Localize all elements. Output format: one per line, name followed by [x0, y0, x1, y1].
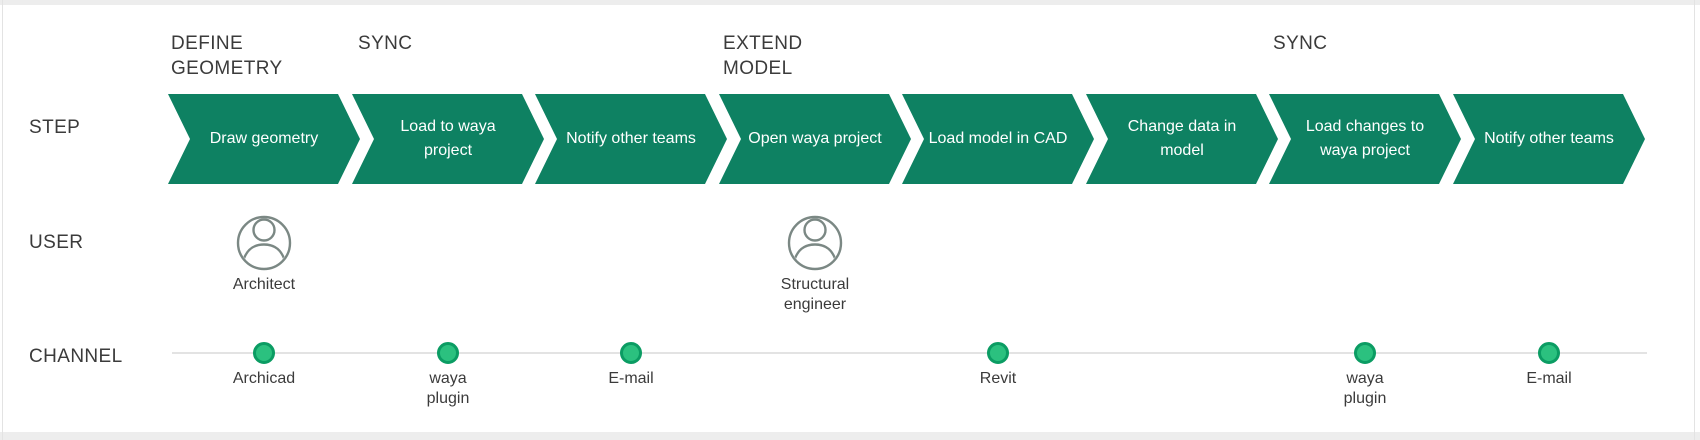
channel-stop-email-1: E-mail	[571, 342, 691, 389]
step-chevron-6: Change data in model	[1086, 94, 1278, 184]
phase-label-sync-1: SYNC	[358, 33, 413, 54]
channel-stop-waya-plugin-2: waya plugin	[1305, 342, 1425, 409]
step-label: Notify other teams	[1484, 130, 1614, 147]
step-chevron-5: Load model in CAD	[902, 94, 1094, 184]
step-label: Load model in CAD	[928, 130, 1068, 147]
user-name: Structural engineer	[780, 276, 850, 313]
channel-stop-archicad: Archicad	[204, 342, 324, 389]
step-chevron-4: Open waya project	[719, 94, 911, 184]
channel-stop-waya-plugin-1: waya plugin	[388, 342, 508, 409]
step-label: Open waya project	[748, 130, 882, 147]
channel-name: waya plugin	[1343, 370, 1387, 407]
phase-label-extend-model: EXTEND MODEL	[723, 33, 803, 79]
row-label-channel: CHANNEL	[29, 346, 123, 367]
user-name: Architect	[232, 276, 296, 293]
channel-stop-email-2: E-mail	[1489, 342, 1609, 389]
frame-edge-left	[2, 0, 3, 440]
channel-dot-icon	[987, 342, 1009, 364]
person-icon	[236, 215, 292, 271]
step-label: Draw geometry	[209, 130, 319, 147]
channel-name: Archicad	[232, 370, 296, 387]
channel-dot-icon	[620, 342, 642, 364]
frame-edge-right	[1694, 0, 1695, 440]
row-label-user: USER	[29, 232, 84, 253]
step-label: Change data in model	[1127, 118, 1237, 159]
user-architect: Architect	[204, 214, 324, 295]
step-chevron-2: Load to waya project	[352, 94, 544, 184]
step-chevron-7: Load changes to waya project	[1269, 94, 1461, 184]
step-label: Load changes to waya project	[1305, 118, 1425, 159]
person-icon	[787, 215, 843, 271]
channel-name: E-mail	[608, 370, 654, 387]
channel-dot-icon	[253, 342, 275, 364]
user-structural-engineer: Structural engineer	[755, 214, 875, 315]
frame-strip-top	[0, 0, 1700, 5]
channel-name: Revit	[979, 370, 1017, 387]
channel-name: waya plugin	[426, 370, 470, 407]
phase-label-sync-2: SYNC	[1273, 33, 1328, 54]
channel-dot-icon	[1538, 342, 1560, 364]
channel-name: E-mail	[1526, 370, 1572, 387]
step-chevron-1: Draw geometry	[168, 94, 360, 184]
step-label: Load to waya project	[400, 118, 496, 159]
step-chevron-8: Notify other teams	[1453, 94, 1645, 184]
channel-timeline	[172, 352, 1647, 354]
frame-strip-bottom	[0, 432, 1700, 440]
channel-dot-icon	[1354, 342, 1376, 364]
phase-label-define-geometry: DEFINE GEOMETRY	[171, 33, 283, 79]
step-label: Notify other teams	[566, 130, 696, 147]
row-label-step: STEP	[29, 117, 81, 138]
step-chevron-3: Notify other teams	[535, 94, 727, 184]
channel-dot-icon	[437, 342, 459, 364]
channel-stop-revit: Revit	[938, 342, 1058, 389]
